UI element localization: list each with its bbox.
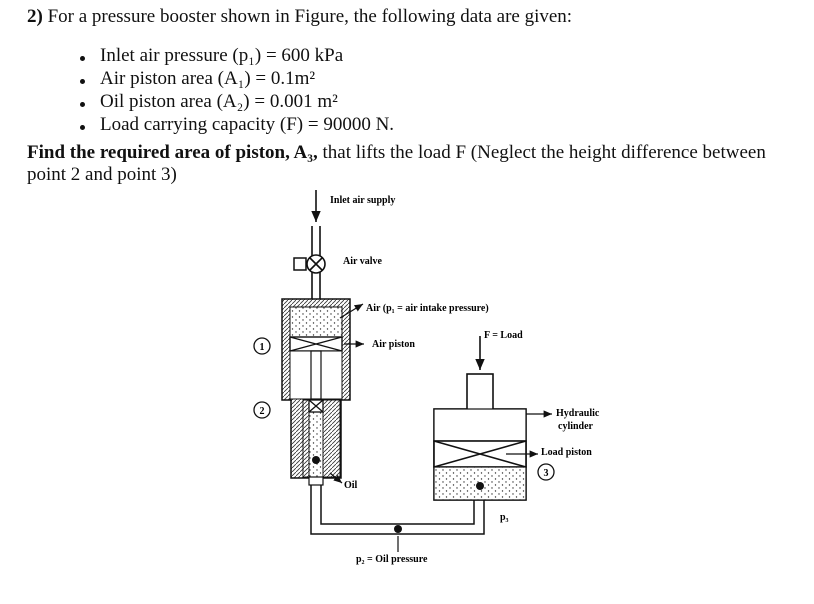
point-2-label: 2 bbox=[260, 406, 265, 417]
oil-line bbox=[310, 485, 485, 535]
load-label: F = Load bbox=[484, 330, 523, 341]
p2-label: p₂ = Oil pressure bbox=[356, 554, 428, 565]
oil-arrow bbox=[329, 472, 343, 484]
point-2-marker: 2 bbox=[253, 401, 271, 419]
air-arrow bbox=[339, 303, 364, 319]
find-bold: Find the required area of piston, A₃, bbox=[27, 142, 318, 163]
point-2-node bbox=[312, 456, 320, 464]
given-data-list: Inlet air pressure (p₁) = 600 kPa Air pi… bbox=[78, 44, 394, 136]
question-heading: 2) For a pressure booster shown in Figur… bbox=[27, 6, 572, 28]
air-piston-label: Air piston bbox=[372, 339, 415, 350]
inlet-label: Inlet air supply bbox=[330, 195, 395, 206]
given-item: Oil piston area (A₂) = 0.001 m² bbox=[78, 90, 394, 113]
point-1-label: 1 bbox=[260, 342, 265, 353]
hydraulic-cylinder bbox=[433, 373, 527, 501]
load-piston-label: Load piston bbox=[541, 447, 592, 458]
given-item: Air piston area (A₁) = 0.1m² bbox=[78, 67, 394, 90]
point-3-node bbox=[476, 482, 484, 490]
point-1-marker: 1 bbox=[253, 337, 271, 355]
point-3-marker: 3 bbox=[537, 463, 555, 481]
air-label: Air (p₁ = air intake pressure) bbox=[366, 303, 489, 314]
valve-icon bbox=[293, 254, 326, 274]
given-item: Load carrying capacity (F) = 90000 N. bbox=[78, 113, 394, 136]
question-number: 2) bbox=[27, 6, 43, 27]
hydraulic-label-1: Hydraulic bbox=[556, 408, 600, 419]
hydraulic-label-2: cylinder bbox=[558, 421, 594, 432]
p3-label: p₃ bbox=[500, 512, 509, 523]
find-rest: that lifts the load F (Neglect the heigh… bbox=[27, 142, 766, 185]
valve-label: Air valve bbox=[343, 256, 383, 267]
find-statement: Find the required area of piston, A₃, th… bbox=[27, 142, 807, 186]
oil-label: Oil bbox=[344, 480, 358, 491]
p2-node bbox=[394, 525, 402, 533]
given-item: Inlet air pressure (p₁) = 600 kPa bbox=[78, 44, 394, 67]
point-3-label: 3 bbox=[544, 468, 549, 479]
question-intro: For a pressure booster shown in Figure, … bbox=[47, 6, 573, 27]
